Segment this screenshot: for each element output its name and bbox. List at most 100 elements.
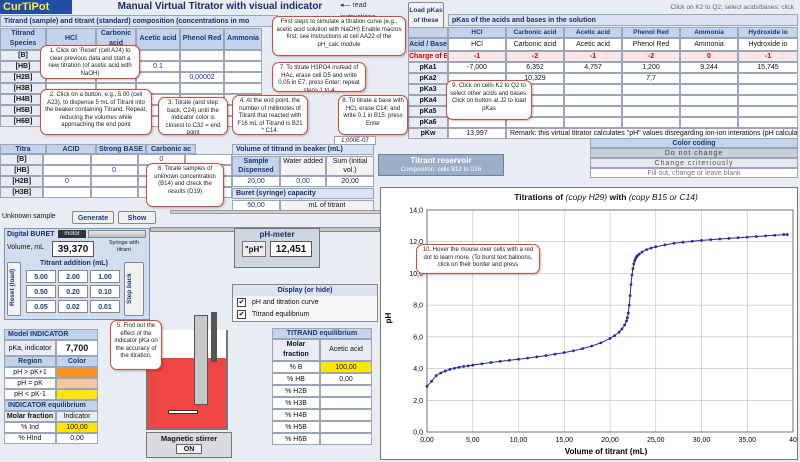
pka-cell[interactable] — [622, 95, 680, 106]
pka-cell[interactable] — [564, 84, 622, 95]
titrant-add-button[interactable]: 2.00 — [58, 270, 88, 283]
callout-step-5: 5. Find out the effect of the indicator … — [110, 320, 162, 370]
data-point — [439, 371, 443, 375]
water-added-value[interactable]: 0,00 — [280, 176, 326, 187]
pka-cell[interactable] — [622, 106, 680, 117]
pka-cell[interactable] — [564, 117, 622, 128]
titrant-cell[interactable] — [90, 154, 138, 165]
data-point — [562, 351, 566, 354]
region-color-swatch — [56, 389, 98, 400]
pka-cell[interactable] — [680, 95, 738, 106]
sample-dispensed-value[interactable]: 20,00 — [232, 176, 280, 187]
charge-cell: -2 — [622, 51, 680, 62]
titrand-eq-label: % H4B — [272, 409, 320, 421]
species-cell[interactable] — [224, 50, 262, 61]
generate-button[interactable]: Generate — [72, 211, 114, 224]
titrand-eq-row: % H6B — [272, 433, 372, 445]
species-cell[interactable] — [180, 61, 224, 72]
pka-cell[interactable]: -7,000 — [448, 62, 506, 73]
titrant-add-button[interactable]: 5.00 — [26, 270, 56, 283]
pka-cell[interactable]: 15,745 — [738, 62, 798, 73]
pka-cell[interactable] — [680, 73, 738, 84]
titrand-eq-label: % B — [272, 361, 320, 373]
load-pkas-button[interactable]: Load pKas of these H.B --> — [408, 2, 444, 34]
species-cell[interactable] — [180, 50, 224, 61]
volume-headers: Sample Dispensed Water added Sum (initia… — [232, 156, 374, 176]
titrant-cell[interactable] — [43, 187, 91, 198]
pka-cell[interactable]: 4,757 — [564, 62, 622, 73]
pka-col-header[interactable]: Carbonic acid — [506, 27, 564, 38]
titrant-add-button[interactable]: 0.50 — [26, 285, 56, 298]
pka-cell[interactable]: 6,352 — [506, 62, 564, 73]
show-button[interactable]: Show — [118, 211, 156, 224]
titrant-add-button[interactable]: 0.01 — [90, 300, 120, 313]
titrand-eq-label: % H3B — [272, 397, 320, 409]
titrand-eq-value: 0,00 — [320, 373, 372, 385]
display-option-equilibrium[interactable]: ✔ Titrand equilibrium — [237, 309, 310, 319]
titrant-add-button[interactable]: 0.02 — [58, 300, 88, 313]
titrant-cell[interactable] — [90, 187, 138, 198]
pka-col-header[interactable]: Hydroxide io — [738, 27, 798, 38]
pka-cell[interactable]: 1,200 — [622, 62, 680, 73]
display-options: Display (or hide) ✔ pH and titration cur… — [232, 284, 378, 322]
species-cell[interactable]: 0,00002 — [180, 72, 224, 83]
pka-cell[interactable] — [622, 84, 680, 95]
pka-cell[interactable] — [680, 106, 738, 117]
pka-cell[interactable]: 9,244 — [680, 62, 738, 73]
species-cell[interactable] — [136, 50, 180, 61]
ph-meter-label: pH-meter — [259, 230, 295, 239]
pka-cell[interactable] — [564, 73, 622, 84]
charge-cell: -1 — [738, 51, 798, 62]
pka-cell[interactable]: 10,329 — [506, 73, 564, 84]
pka-cell[interactable] — [506, 117, 564, 128]
pka-col-header[interactable]: Acetic acid — [564, 27, 622, 38]
x-tick-label: 5,00 — [466, 437, 480, 444]
titrant-add-button[interactable]: 1.00 — [90, 270, 120, 283]
data-point — [620, 327, 624, 331]
pka-cell[interactable] — [738, 117, 798, 128]
reset-load-button[interactable]: Reset (load) — [7, 262, 21, 316]
species-cell[interactable] — [180, 83, 224, 94]
titrant-cell[interactable] — [43, 154, 91, 165]
pka-col-header[interactable]: HCl — [448, 27, 506, 38]
species-cell[interactable] — [224, 83, 262, 94]
titrant-cell[interactable]: 0 — [43, 176, 91, 187]
charge-cell: 0 — [680, 51, 738, 62]
titrant-add-button[interactable]: 0.10 — [90, 285, 120, 298]
pka-cell[interactable] — [564, 95, 622, 106]
display-option-curve[interactable]: ✔ pH and titration curve — [237, 297, 319, 307]
read-instructions-link[interactable]: ◂— read instructions — [340, 2, 375, 21]
pka-cell[interactable] — [564, 106, 622, 117]
pka-cell[interactable] — [680, 117, 738, 128]
titrant-cell[interactable] — [90, 176, 138, 187]
pka-cell[interactable] — [738, 95, 798, 106]
checkbox-icon[interactable]: ✔ — [237, 297, 246, 307]
pka-col-header[interactable]: Phenol Red — [622, 27, 680, 38]
titrant-add-button[interactable]: 0.20 — [58, 285, 88, 298]
titrant-cell[interactable] — [43, 165, 91, 176]
pka-cell[interactable] — [738, 84, 798, 95]
titrant-cell[interactable]: 0 — [90, 165, 138, 176]
species-cell[interactable] — [136, 83, 180, 94]
pkw-value[interactable]: 13,997 — [448, 128, 506, 139]
checkbox-icon[interactable]: ✔ — [237, 309, 246, 319]
step-back-button[interactable]: Step back — [124, 262, 144, 316]
species-cell[interactable] — [136, 72, 180, 83]
species-cell[interactable] — [224, 61, 262, 72]
pka-col-header[interactable]: Ammonia — [680, 27, 738, 38]
app-logo: CurTiPot — [0, 0, 72, 14]
titrant-add-button[interactable]: 0.05 — [26, 300, 56, 313]
species-cell[interactable] — [224, 72, 262, 83]
pka-cell[interactable]: 7,7 — [622, 73, 680, 84]
species-cell[interactable]: 0.1 — [136, 61, 180, 72]
pka-cell[interactable] — [622, 117, 680, 128]
stirrer-on-button[interactable]: ON — [176, 444, 202, 454]
pka-cell[interactable] — [738, 73, 798, 84]
pka-cell[interactable] — [738, 106, 798, 117]
pka-indicator-value[interactable]: 7,700 — [56, 340, 98, 356]
pka-cell[interactable] — [680, 84, 738, 95]
x-tick-label: 15,00 — [555, 437, 573, 444]
col-acetic: Acetic acid — [136, 28, 180, 50]
pka-row-label: pKa6 — [408, 117, 448, 128]
